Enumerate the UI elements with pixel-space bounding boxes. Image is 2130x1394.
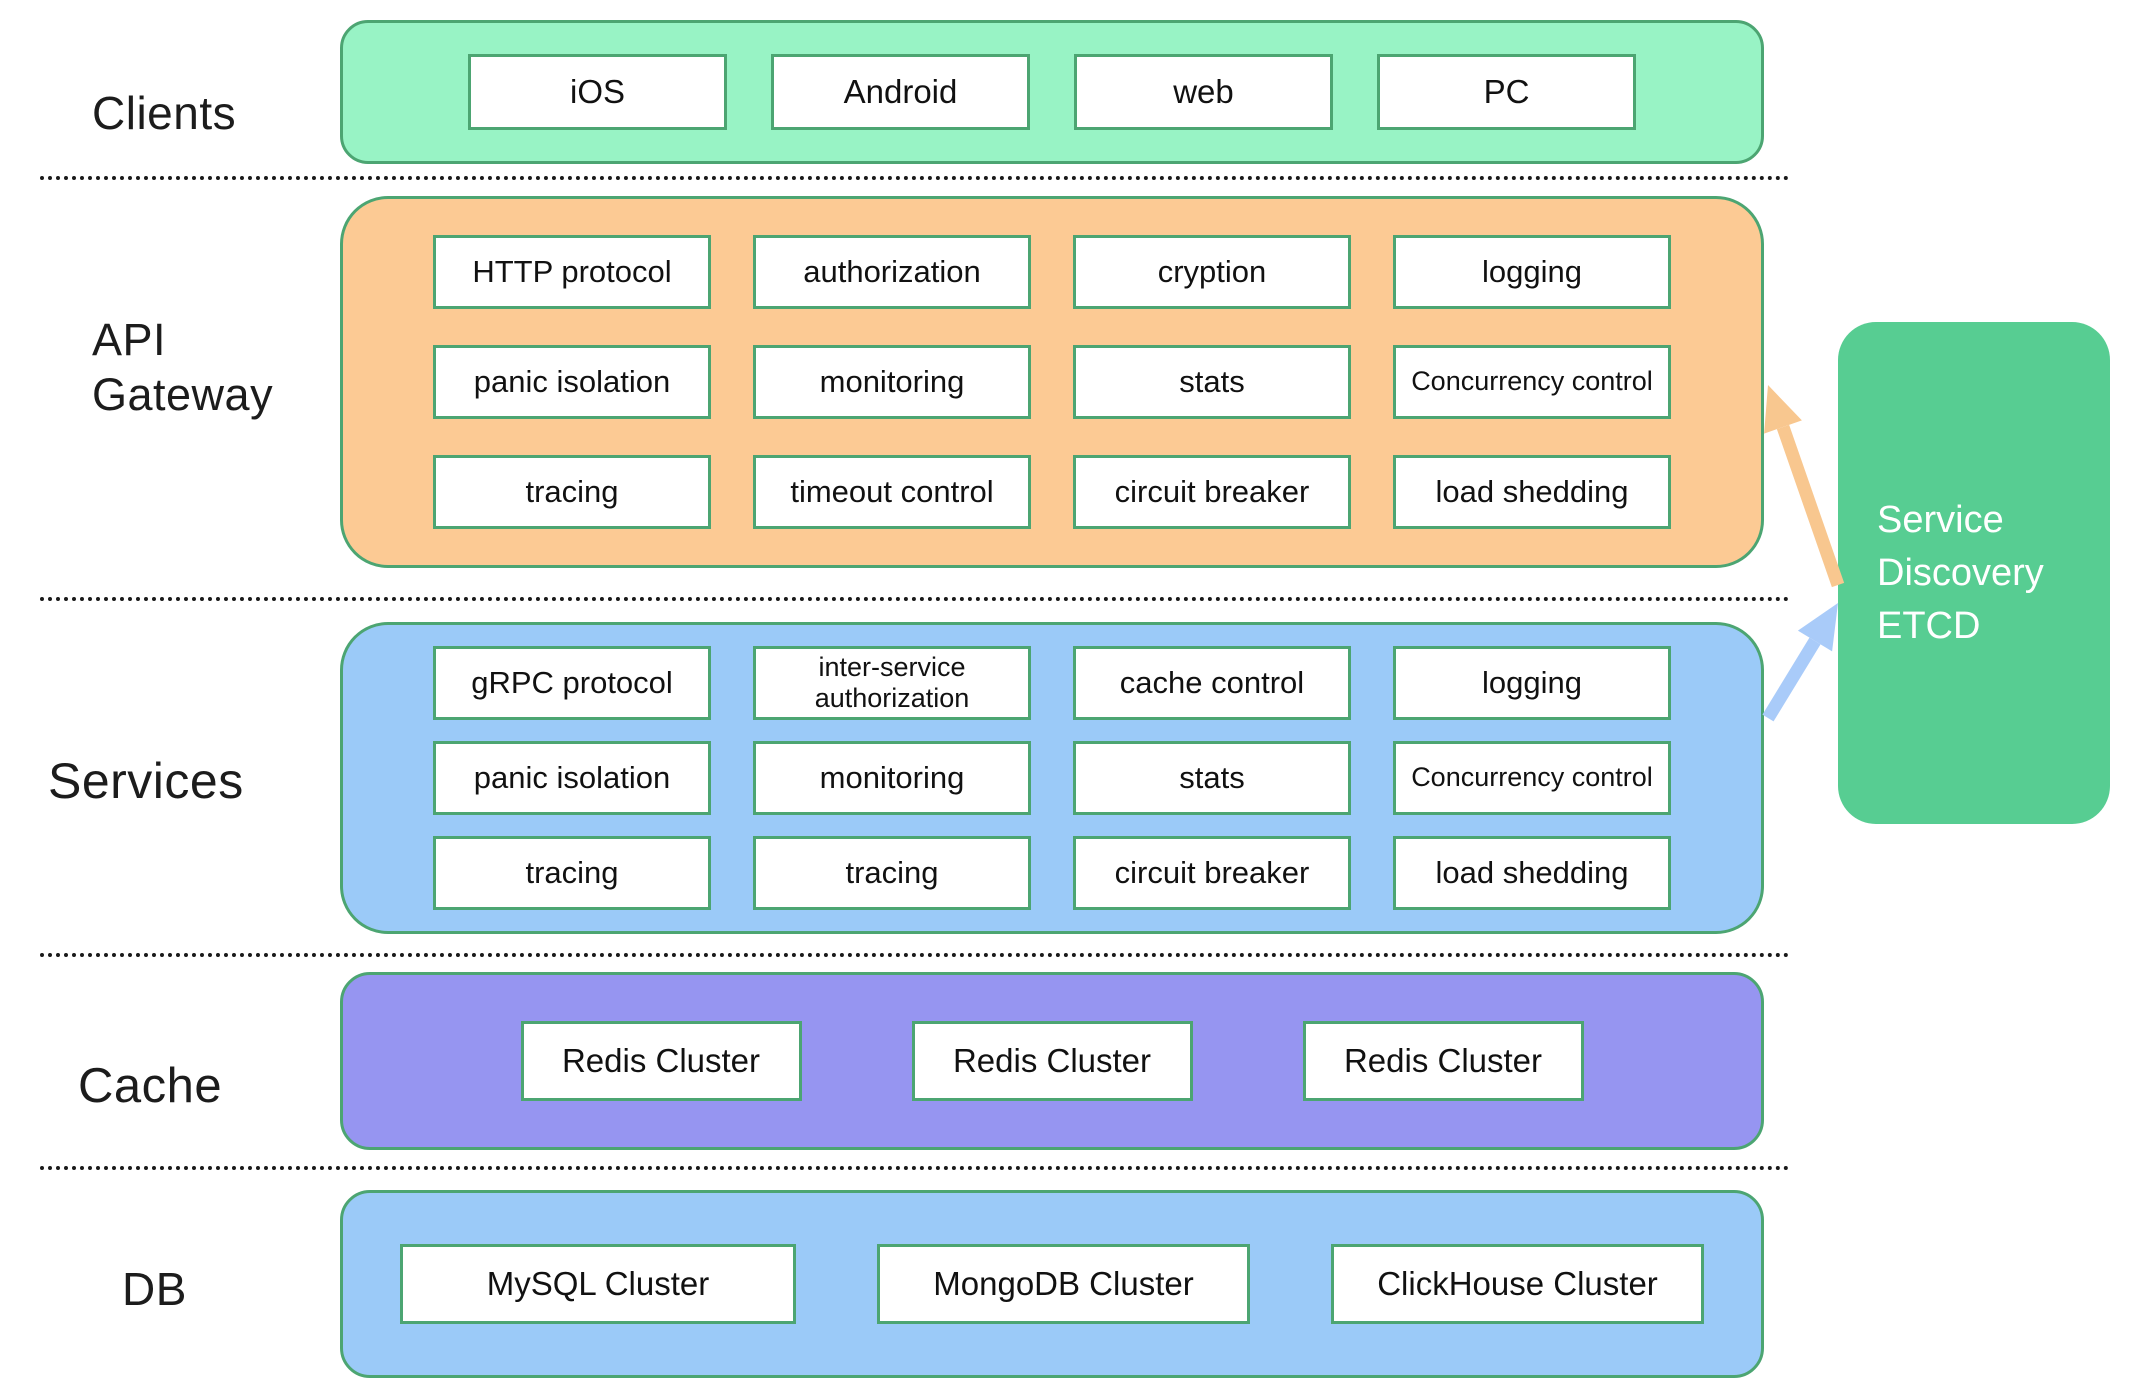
cache-box-redis-cluster: Redis Cluster [1302, 1021, 1584, 1101]
services-row-3: tracing tracing circuit breaker load she… [433, 836, 1671, 910]
db-box-clickhouse-cluster: ClickHouse Cluster [1331, 1244, 1704, 1324]
feature-box-load-shedding: load shedding [1393, 455, 1671, 529]
feature-box-tracing: tracing [433, 455, 711, 529]
feature-box-circuit-breaker: circuit breaker [1073, 836, 1351, 910]
api-gateway-layer: HTTP protocol authorization cryption log… [340, 196, 1764, 568]
feature-box-inter-service-authorization: inter-service authorization [753, 646, 1031, 720]
feature-box-panic-isolation: panic isolation [433, 741, 711, 815]
feature-box-cache-control: cache control [1073, 646, 1351, 720]
feature-box-monitoring: monitoring [753, 345, 1031, 419]
client-box-ios: iOS [468, 54, 727, 130]
services-layer: gRPC protocol inter-service authorizatio… [340, 622, 1764, 934]
feature-box-grpc-protocol: gRPC protocol [433, 646, 711, 720]
feature-box-authorization: authorization [753, 235, 1031, 309]
layer-label-db: DB [122, 1263, 187, 1315]
feature-box-circuit-breaker: circuit breaker [1073, 455, 1351, 529]
feature-box-panic-isolation: panic isolation [433, 345, 711, 419]
api-gateway-row-1: HTTP protocol authorization cryption log… [433, 235, 1671, 309]
arrow-etcd-to-api-gateway [1764, 385, 1845, 588]
divider-clients-gateway [40, 176, 1790, 180]
feature-box-tracing: tracing [753, 836, 1031, 910]
feature-box-tracing: tracing [433, 836, 711, 910]
feature-box-stats: stats [1073, 345, 1351, 419]
feature-box-monitoring: monitoring [753, 741, 1031, 815]
feature-box-cryption: cryption [1073, 235, 1351, 309]
feature-box-stats: stats [1073, 741, 1351, 815]
cache-box-redis-cluster: Redis Cluster [911, 1021, 1193, 1101]
feature-box-timeout-control: timeout control [753, 455, 1031, 529]
db-box-mysql-cluster: MySQL Cluster [400, 1244, 796, 1324]
service-discovery-etcd-label: Service Discovery ETCD [1877, 498, 2044, 647]
feature-box-load-shedding: load shedding [1393, 836, 1671, 910]
layer-label-api-gateway: API Gateway [92, 314, 274, 420]
db-layer: MySQL Cluster MongoDB Cluster ClickHouse… [340, 1190, 1764, 1378]
client-box-pc: PC [1377, 54, 1636, 130]
api-gateway-row-2: panic isolation monitoring stats Concurr… [433, 345, 1671, 419]
cache-layer: Redis Cluster Redis Cluster Redis Cluste… [340, 972, 1764, 1150]
layer-label-cache: Cache [78, 1059, 223, 1113]
feature-box-http-protocol: HTTP protocol [433, 235, 711, 309]
divider-gateway-services [40, 597, 1790, 601]
layer-label-clients: Clients [92, 87, 237, 139]
client-box-web: web [1074, 54, 1333, 130]
cache-box-redis-cluster: Redis Cluster [520, 1021, 802, 1101]
services-row-2: panic isolation monitoring stats Concurr… [433, 741, 1671, 815]
api-gateway-row-3: tracing timeout control circuit breaker … [433, 455, 1671, 529]
layer-label-services: Services [48, 753, 244, 809]
clients-layer: iOS Android web PC [340, 20, 1764, 164]
divider-cache-db [40, 1166, 1790, 1170]
db-box-mongodb-cluster: MongoDB Cluster [877, 1244, 1250, 1324]
feature-box-logging: logging [1393, 235, 1671, 309]
arrow-services-to-etcd [1762, 603, 1838, 722]
divider-services-cache [40, 953, 1790, 957]
feature-box-concurrency-control: Concurrency control [1393, 741, 1671, 815]
services-row-1: gRPC protocol inter-service authorizatio… [433, 646, 1671, 720]
feature-box-concurrency-control: Concurrency control [1393, 345, 1671, 419]
feature-box-logging: logging [1393, 646, 1671, 720]
service-discovery-etcd-panel: Service Discovery ETCD [1838, 322, 2110, 824]
client-box-android: Android [771, 54, 1030, 130]
